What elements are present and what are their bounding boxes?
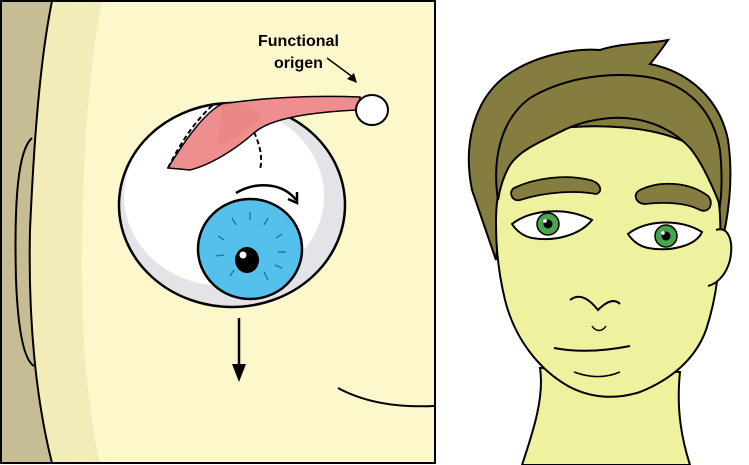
left-panel: Functional origen (1, 1, 435, 463)
origin-knob (356, 95, 388, 125)
face (496, 126, 720, 397)
pupil (235, 247, 259, 273)
face-portrait (469, 40, 731, 465)
annotation-line-2: origen (274, 55, 323, 72)
annotation-line-1: Functional (258, 33, 339, 50)
